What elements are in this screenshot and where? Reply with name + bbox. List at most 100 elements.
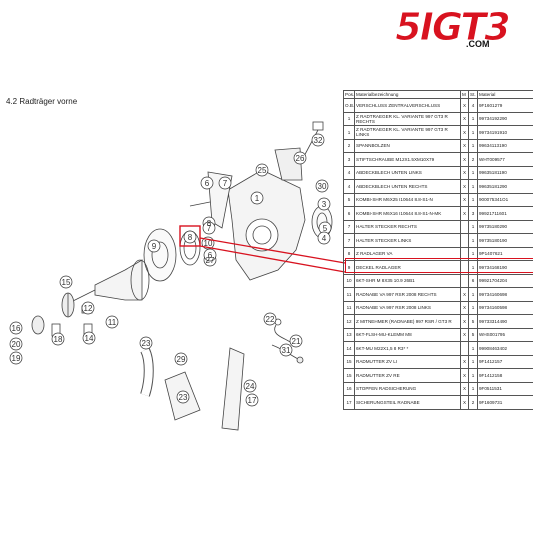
cell-material: 99735180190: [477, 233, 533, 248]
cell-material: 9F1412157: [477, 354, 533, 369]
callout-12: 12: [84, 304, 93, 313]
cell-st: 1: [468, 125, 478, 140]
callout-11: 11: [108, 318, 117, 327]
cell-st: 1: [468, 300, 478, 315]
cell-pos: 6: [343, 206, 355, 221]
callout-8a: 8: [188, 233, 193, 242]
cell-m: X: [460, 192, 469, 207]
cell-material: 9F1601279: [477, 98, 533, 113]
callout-8-highlight: [179, 225, 201, 247]
cell-m: X: [460, 125, 469, 140]
cell-material: 99635181290: [477, 179, 533, 194]
brand-logo[interactable]: 5IGT3: [388, 8, 516, 52]
callout-31: 31: [282, 346, 291, 355]
cell-material: 9F1609731: [477, 395, 533, 410]
cell-name: STOPFEN RADSICHERUNG: [354, 381, 461, 396]
cell-material: 99634113190: [477, 138, 533, 153]
callout-10: 10: [204, 239, 213, 248]
cell-name: ABDECKBLECH UNTEN RECHTS: [354, 179, 461, 194]
cell-material: 9F1412158: [477, 368, 533, 383]
callout-1: 1: [255, 194, 260, 203]
cell-st: 4: [468, 98, 478, 113]
cell-material: 99635181190: [477, 165, 533, 180]
cell-st: 1: [468, 192, 478, 207]
cell-m: X: [460, 381, 469, 396]
cell-pos: 17: [343, 395, 355, 410]
callout-23b: 23: [179, 393, 188, 402]
selected-row-highlight: [345, 258, 533, 273]
cell-name: RADNABE VA 997 RSR 2008 RECHTS: [354, 287, 461, 302]
cell-st: 6: [468, 273, 478, 288]
cell-name: HALTER STECKER LINKS: [354, 233, 461, 248]
cell-name: RADMUTTER ZV RE: [354, 368, 461, 383]
cell-st: 1: [468, 179, 478, 194]
callout-6: 6: [205, 179, 210, 188]
cell-material: 99921711601: [477, 206, 533, 221]
cell-pos: 11: [343, 300, 355, 315]
cell-material: 99921704204: [477, 273, 533, 288]
cell-name: KOMBI-SHR M6X25 I10644 8.8-S1-N: [354, 192, 461, 207]
cell-st: 2: [468, 395, 478, 410]
cell-pos: 1: [343, 125, 355, 140]
cell-m: X: [460, 152, 469, 167]
cell-pos: 15: [343, 368, 355, 383]
cell-name: 6KT-SHR M 8X35 10.9 26B1: [354, 273, 461, 288]
callout-5: 5: [323, 224, 328, 233]
callout-7: 7: [223, 179, 228, 188]
cell-name: SICHERUNGSTEIL RADNABE: [354, 395, 461, 410]
cell-name: RADNABE VA 997 RSR 2008 LINKS: [354, 300, 461, 315]
callout-17: 17: [248, 396, 257, 405]
cell-material: 900075341O1: [477, 192, 533, 207]
cell-st: 1: [468, 354, 478, 369]
cell-name: HALTER STECKER RECHTS: [354, 219, 461, 234]
header-material: Material: [477, 90, 533, 99]
callout-23: 23: [142, 339, 151, 348]
cell-st: 1: [468, 233, 478, 248]
cell-material: 99734191910: [477, 125, 533, 140]
cell-material: 9P1407621: [477, 246, 533, 261]
cell-st: 1: [468, 381, 478, 396]
cell-m: [460, 273, 469, 288]
cell-m: X: [460, 368, 469, 383]
cell-pos: 7: [343, 219, 355, 234]
callout-30: 30: [318, 182, 327, 191]
cell-pos: 14: [343, 341, 355, 356]
callout-14: 14: [85, 334, 94, 343]
cell-st: 3: [468, 206, 478, 221]
callout-26: 26: [296, 154, 305, 163]
header-st: St.: [468, 90, 478, 99]
cell-pos: 8: [343, 246, 355, 261]
exploded-parts-diagram: 32 26 25 30 6 7 8 3 8 1 5 4 10 27 9 7 6 …: [9, 121, 333, 431]
callout-32: 32: [314, 136, 323, 145]
cell-pos: 12: [343, 314, 355, 329]
cell-pos: 4: [343, 179, 355, 194]
cell-name: VERSCHLUSS ZENTRALVERSCHLUSS: [354, 98, 461, 113]
cell-material: 99734168190: [477, 260, 533, 275]
cell-name: ABDECKBLECH UNTEN LINKS: [354, 165, 461, 180]
cell-m: X: [460, 287, 469, 302]
callout-8b: 8: [207, 219, 212, 228]
